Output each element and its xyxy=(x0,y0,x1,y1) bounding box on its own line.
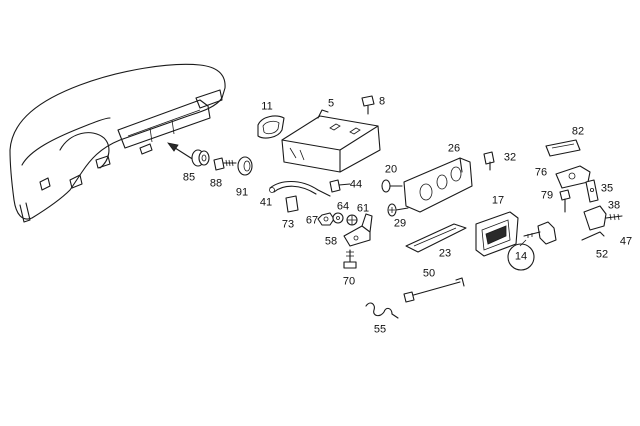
callout-76: 76 xyxy=(534,166,548,179)
callout-67: 67 xyxy=(305,214,319,227)
callout-52: 52 xyxy=(595,248,609,261)
dashboard-part xyxy=(9,63,226,223)
callout-23: 23 xyxy=(438,247,452,260)
part-32-shape xyxy=(483,151,495,171)
callout-32: 32 xyxy=(503,151,517,164)
callout-14: 14 xyxy=(514,250,528,263)
part-29-shape xyxy=(387,203,409,217)
part-41-shape xyxy=(269,180,331,197)
callout-73: 73 xyxy=(281,218,295,231)
part-5-shape xyxy=(281,109,381,173)
part-67-shape xyxy=(317,212,335,226)
part-82-shape xyxy=(545,139,581,157)
part-23-shape xyxy=(405,223,467,253)
callout-8: 8 xyxy=(378,95,386,108)
callout-61: 61 xyxy=(356,202,370,215)
part-44-shape xyxy=(329,179,351,193)
callout-55: 55 xyxy=(373,323,387,336)
callout-11: 11 xyxy=(261,100,273,113)
callout-38: 38 xyxy=(607,199,621,212)
part-73-shape xyxy=(285,195,299,213)
part-61-shape xyxy=(346,214,358,226)
callout-70: 70 xyxy=(342,275,356,288)
part-35-shape xyxy=(585,179,599,203)
part-76-shape xyxy=(555,165,591,189)
callout-5: 5 xyxy=(327,97,335,110)
part-91-shape xyxy=(237,156,253,176)
callout-44: 44 xyxy=(349,178,363,191)
part-58-shape xyxy=(343,213,373,247)
part-20-shape xyxy=(381,179,403,193)
callout-17: 17 xyxy=(491,194,505,207)
callout-20: 20 xyxy=(384,163,398,176)
pointer-arrow xyxy=(167,142,195,161)
callout-29: 29 xyxy=(393,217,407,230)
part-70-shape xyxy=(343,249,357,269)
callout-50: 50 xyxy=(422,267,436,280)
part-85-shape xyxy=(191,149,210,167)
callout-35: 35 xyxy=(600,182,614,195)
callout-79: 79 xyxy=(540,189,554,202)
part-64-shape xyxy=(332,212,344,224)
callout-82: 82 xyxy=(571,125,585,138)
part-14-shape xyxy=(519,221,557,247)
callout-64: 64 xyxy=(336,200,350,213)
part-26-shape xyxy=(403,157,473,213)
part-52-shape xyxy=(581,231,605,241)
part-38-47-shape xyxy=(583,205,623,231)
callout-41: 41 xyxy=(259,196,273,209)
callout-91: 91 xyxy=(235,186,249,199)
part-88-shape xyxy=(213,157,237,171)
part-50-shape xyxy=(403,277,465,303)
callout-14-circle xyxy=(507,243,535,271)
callout-26: 26 xyxy=(447,142,461,155)
part-17-shape xyxy=(475,211,519,257)
callout-85: 85 xyxy=(182,171,196,184)
part-79-shape xyxy=(559,189,571,213)
part-11-shape xyxy=(257,115,285,139)
part-55-shape xyxy=(365,302,399,319)
part-8-shape xyxy=(361,95,375,115)
callout-88: 88 xyxy=(209,177,223,190)
callout-58: 58 xyxy=(324,235,338,248)
callout-47: 47 xyxy=(619,235,633,248)
